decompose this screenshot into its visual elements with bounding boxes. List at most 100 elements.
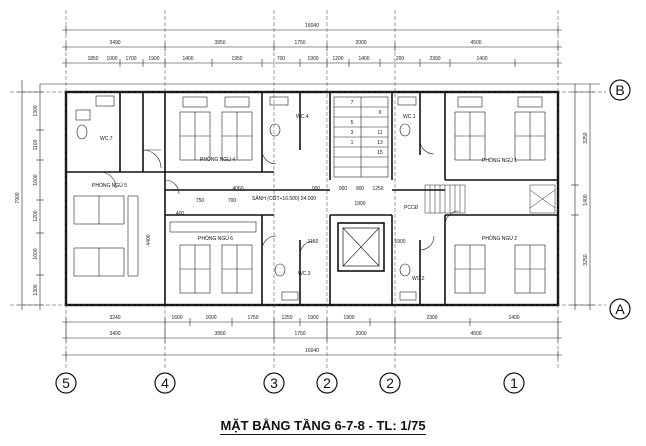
- dim-bottom-row1: 1600: [171, 315, 182, 321]
- room-label-bed4: PHÒNG NGỦ 4: [200, 156, 235, 163]
- axis-label-1: 1: [510, 375, 518, 391]
- drawing-title-text: MẶT BẰNG TẦNG 6-7-8 - TL: 1/75: [220, 418, 426, 435]
- dim-inner: 900: [339, 186, 348, 192]
- dim-inner: 700: [228, 198, 237, 204]
- dim-left-part: 1600: [33, 248, 39, 259]
- stair-step-number: 3: [351, 130, 354, 136]
- room-label-bed2: PHÒNG NGỦ 2: [482, 235, 517, 242]
- dim-inner: 1250: [372, 186, 383, 192]
- axis-bubble-3: [263, 372, 285, 394]
- axis-label-b: B: [615, 82, 624, 98]
- room-labels: WC.7 PHÒNG NGỦ 4 PHÒNG NGỦ 5 PHÒNG NGỦ 6…: [92, 114, 517, 282]
- elevator-shaft: [337, 222, 385, 272]
- axis-bubble-b: [609, 79, 631, 101]
- axis-label-4: 4: [161, 375, 169, 391]
- dim-top-row2: 3490: [109, 40, 120, 46]
- dim-top-row3: 1850: [87, 56, 98, 62]
- axis-bubble-5: [55, 372, 77, 394]
- dim-bottom-row2: 3950: [214, 331, 225, 337]
- dim-top-row2: 1750: [294, 40, 305, 46]
- furniture: [73, 95, 546, 301]
- dim-top-row3: 200: [396, 56, 405, 62]
- stair-step-number: 11: [377, 130, 382, 136]
- dim-top-row3: 1900: [148, 56, 159, 62]
- main-stair: [333, 96, 389, 178]
- drawing-title: MẶT BẰNG TẦNG 6-7-8 - TL: 1/75: [0, 418, 646, 435]
- axis-bubble-1: [503, 372, 525, 394]
- stair-step-number: 13: [377, 140, 383, 146]
- dim-inner: 1150: [308, 239, 319, 245]
- room-label-bed1: PHÒNG NGỦ 1: [482, 157, 517, 164]
- axis-label-5: 5: [62, 375, 70, 391]
- dim-inner: 900: [312, 186, 321, 192]
- axis-bubble-2b: [379, 372, 401, 394]
- dim-inner: 750: [196, 198, 205, 204]
- axis-label-2a: 2: [323, 375, 331, 391]
- hall-level-label: SẢNH (CỐT+16.500) 24.000: [252, 195, 316, 202]
- dim-top-row2: 2000: [355, 40, 366, 46]
- axis-bubble-labels: 5 4 3 2 2 1 B A: [62, 82, 625, 391]
- dim-bottom-row1: 1250: [281, 315, 292, 321]
- dim-top-row3: 1200: [332, 56, 343, 62]
- dim-left-part: 1300: [33, 105, 39, 116]
- door-swings: [99, 139, 460, 256]
- dim-inner: 400: [176, 211, 185, 217]
- dim-top-row3: 1900: [307, 56, 318, 62]
- dim-left-total: 7900: [15, 192, 21, 203]
- axis-label-a: A: [615, 301, 625, 317]
- dim-inner: 1900: [394, 239, 405, 245]
- dim-bottom-row1: 1900: [343, 315, 354, 321]
- stair-step-number: 5: [351, 120, 354, 126]
- room-label-wc3: WC.3: [298, 271, 311, 277]
- dim-top-row3: 700: [277, 56, 286, 62]
- axis-bubbles: [55, 79, 631, 394]
- axis-bubble-4: [154, 372, 176, 394]
- dim-top-row2: 4500: [470, 40, 481, 46]
- dim-inner: 4060: [232, 186, 243, 192]
- stair-step-number: 7: [351, 100, 354, 106]
- dim-top-row3: 1950: [231, 56, 242, 62]
- dim-bottom-row2: 4500: [470, 331, 481, 337]
- dim-right-part: 3250: [583, 254, 589, 265]
- dim-bottom-row1: 1600: [205, 315, 216, 321]
- dim-bottom-row2: 3490: [109, 331, 120, 337]
- dim-overall-bottom: 16040: [305, 348, 319, 354]
- dim-top-row2: 3950: [214, 40, 225, 46]
- dim-bottom-row1: 1400: [508, 315, 519, 321]
- dim-left-part: 1300: [33, 284, 39, 295]
- room-label-wc7: WC.7: [100, 136, 113, 142]
- dim-top-row3: 2300: [429, 56, 440, 62]
- room-label-wc2: WC.2: [412, 276, 425, 282]
- dim-right-part: 3250: [583, 132, 589, 143]
- dim-left-part: 1600: [33, 174, 39, 185]
- dim-bottom-row1: 1900: [307, 315, 318, 321]
- dim-bottom-row1: 1750: [247, 315, 258, 321]
- room-label-bed6: PHÒNG NGỦ 6: [198, 235, 233, 242]
- stair-step-number: 9: [379, 110, 382, 116]
- stair-step-number: 1: [351, 140, 354, 146]
- top-dimension-lines: [40, 26, 600, 85]
- room-label-wc1: WC.1: [403, 114, 416, 120]
- room-label-pcd: PCCĐ: [404, 205, 419, 211]
- dim-top-row3: 1400: [358, 56, 369, 62]
- room-label-bed5: PHÒNG NGỦ 5: [92, 182, 127, 189]
- interior-walls: [66, 92, 558, 305]
- dim-top-row3: 1400: [182, 56, 193, 62]
- axis-label-2b: 2: [386, 375, 394, 391]
- dim-top-row3: 1400: [476, 56, 487, 62]
- room-label-wc4: WC.4: [296, 114, 309, 120]
- dim-bottom-row2: 1750: [294, 331, 305, 337]
- dim-left-inner: 4400: [146, 234, 152, 245]
- dim-top-row3: 1700: [125, 56, 136, 62]
- stair-step-number: 15: [377, 150, 383, 156]
- dim-top-row3: 1000: [106, 56, 117, 62]
- dim-left-part: 1100: [33, 139, 39, 150]
- dim-bottom-row2: 2000: [355, 331, 366, 337]
- dim-bottom-row1: 2300: [426, 315, 437, 321]
- axis-bubble-2a: [316, 372, 338, 394]
- dim-inner: 1900: [354, 201, 365, 207]
- dim-overall-top: 16040: [305, 23, 319, 29]
